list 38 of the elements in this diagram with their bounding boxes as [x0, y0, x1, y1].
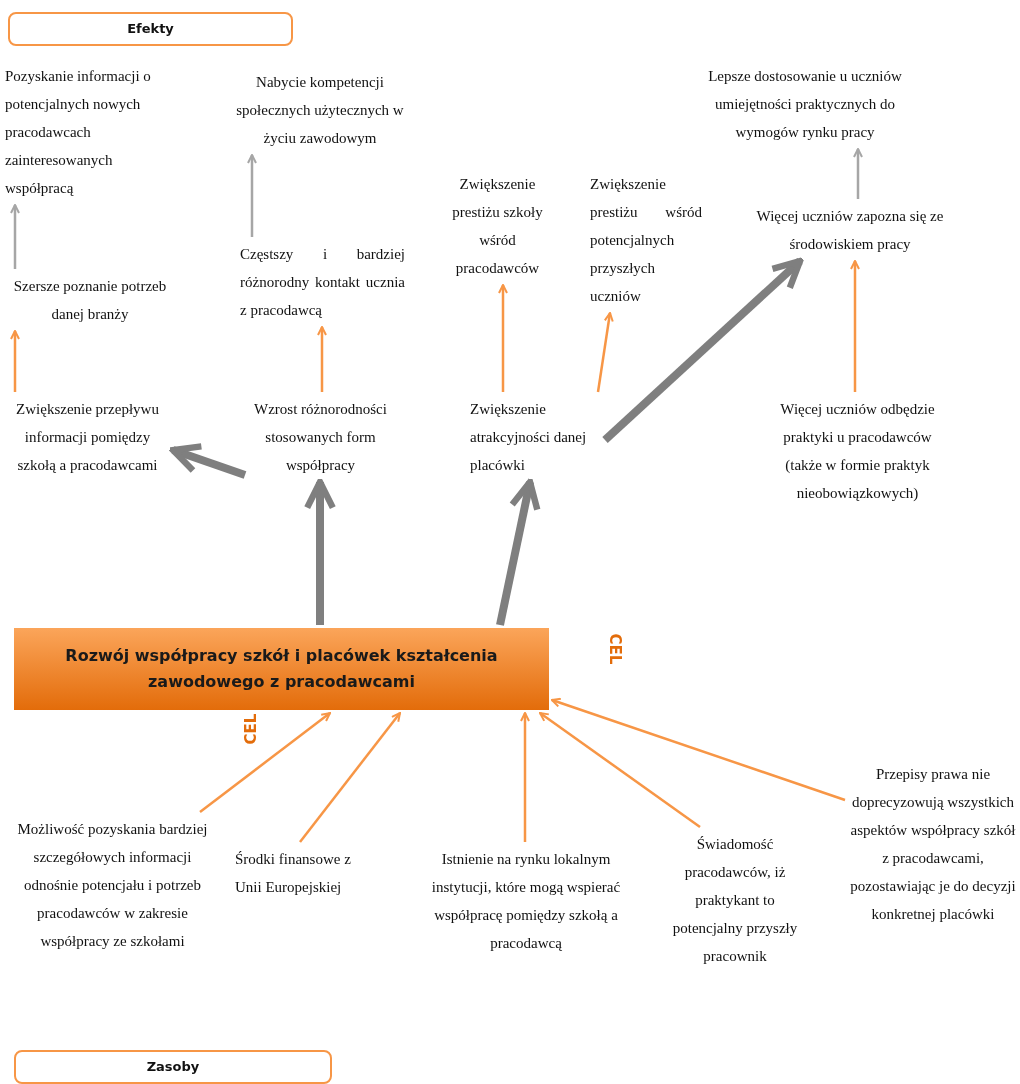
arrow [299, 712, 401, 843]
section-header: Zasoby [14, 1050, 332, 1084]
resource-text: Środki finansowe z Unii Europejskiej [235, 845, 375, 901]
arrow [10, 204, 20, 269]
effect-text: Zwiększenie przepływu informacji pomiędzy szkołą a pracodawcami [5, 395, 170, 479]
arrow [853, 148, 863, 199]
effect-text: Zwiększenie prestiżu szkoły wśród pracodawców [440, 170, 555, 282]
effect-text: Więcej uczniów odbędzie praktyki u pracodawców (także w formie praktyk nieobowiązkowych) [775, 395, 940, 507]
arrow [520, 712, 530, 842]
arrow [602, 257, 804, 443]
resource-text: Świadomość pracodawców, iż praktykant to potencjalny przyszły pracownik [660, 830, 810, 970]
arrow [10, 330, 20, 392]
effect-text: Zwiększenie atrakcyjności danej placówki [470, 395, 602, 479]
goal-label: CEL [242, 713, 261, 745]
arrow [539, 712, 701, 828]
effect-text: Pozyskanie informacji o potencjalnych nowych pracodawcach zainteresowanych współpracą [5, 62, 175, 202]
effect-text: Szersze poznanie potrzeb danej branży [5, 272, 175, 328]
arrow [199, 712, 331, 813]
arrow [551, 697, 846, 802]
effect-text: Wzrost różnorodności stosowanych form współpracy [248, 395, 393, 479]
effect-text: Więcej uczniów zapozna się ze środowiskiem pracy [745, 202, 955, 258]
resource-text: Możliwość pozyskania bardziej szczegółowych informacji odnośnie potencjału i potrzeb pracodawców w zakresie współpracy ze szkołami [10, 815, 215, 955]
goal-banner: Rozwój współpracy szkół i placówek kształcenia zawodowego z pracodawcami [14, 628, 549, 710]
goal-label: CEL [606, 633, 625, 665]
arrow [850, 260, 860, 392]
resource-text: Przepisy prawa nie doprecyzowują wszystkich aspektów współpracy szkół z pracodawcami, pozostawiając je do decyzji konkretnej placówki [848, 760, 1018, 928]
section-header: Efekty [8, 12, 293, 46]
resource-text: Istnienie na rynku lokalnym instytucji, które mogą wspierać współpracę pomiędzy szkołą a pracodawcą [410, 845, 642, 957]
arrow [169, 443, 247, 479]
arrow [596, 312, 614, 393]
arrow [496, 478, 541, 626]
arrow [498, 284, 508, 392]
effect-text: Częstszy i bardziej różnorodny kontakt ucznia z pracodawcą [240, 240, 405, 324]
arrow [247, 154, 257, 237]
effect-text: Zwiększenie prestiżu wśród potencjalnych przyszłych uczniów [590, 170, 702, 310]
effect-text: Nabycie kompetencji społecznych użytecznych w życiu zawodowym [235, 68, 405, 152]
effect-text: Lepsze dostosowanie u uczniów umiejętności praktycznych do wymogów rynku pracy [700, 62, 910, 146]
arrow [317, 326, 327, 392]
